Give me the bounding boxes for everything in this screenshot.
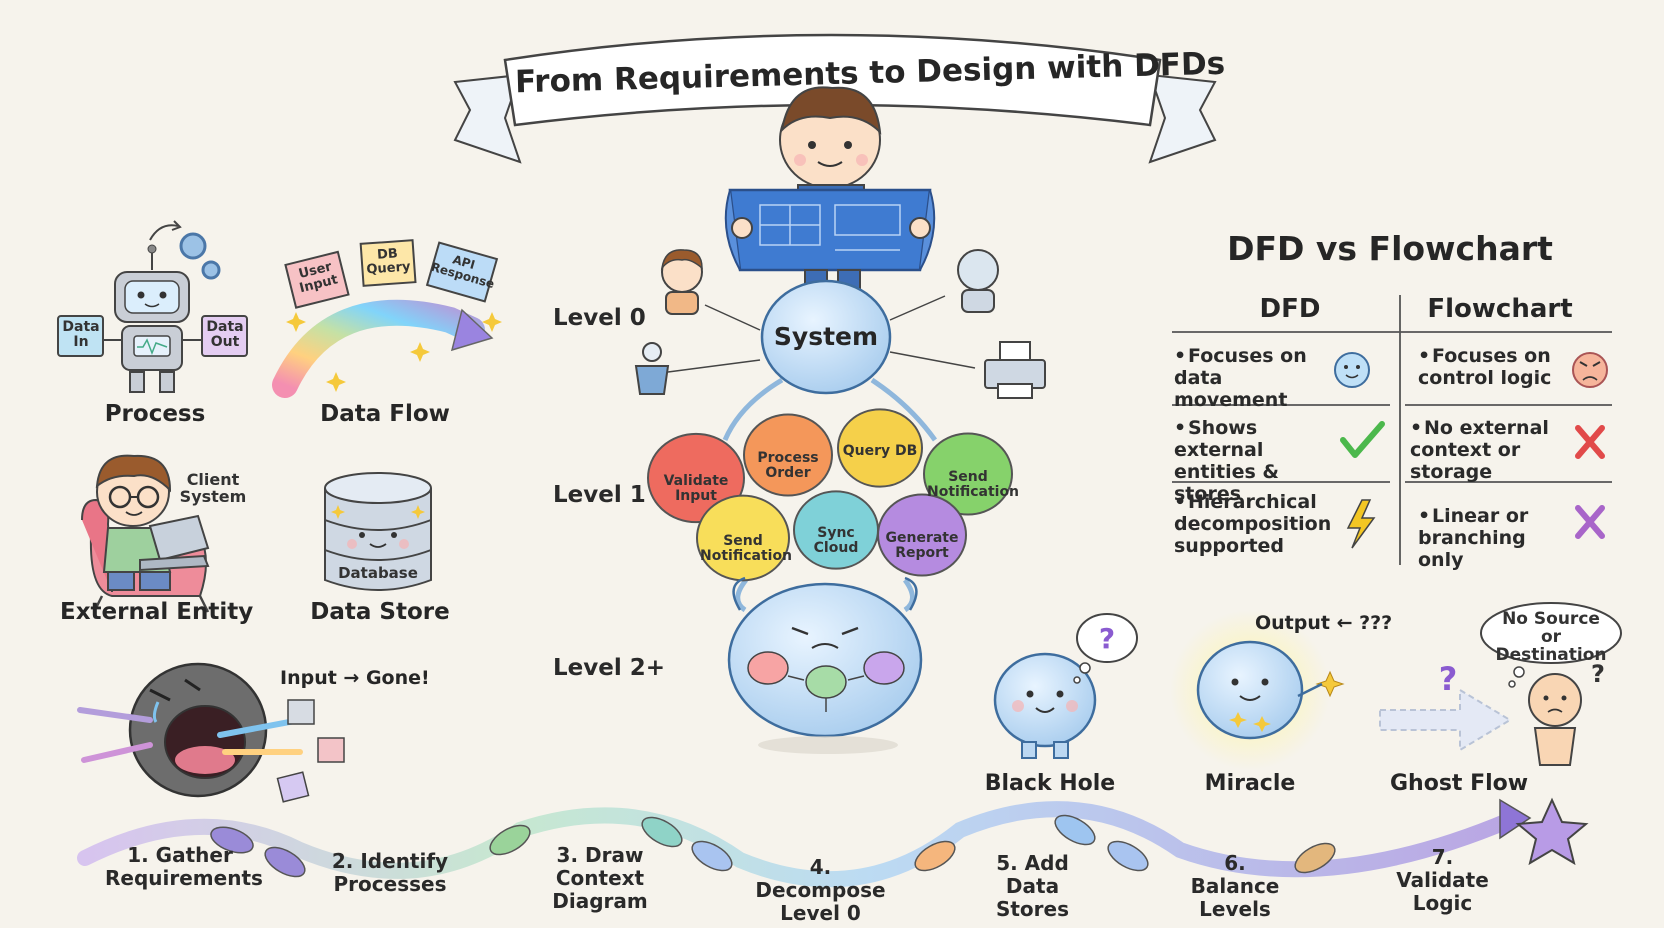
symbol-label-data-flow: Data Flow [320,401,450,427]
step-7: 7. Validate Logic [1396,845,1489,915]
level1-bubble-3 [837,408,923,488]
level1-bubble-label-3: Query DB [842,443,918,459]
level1-bubble-5 [696,494,790,582]
svg-text:?: ? [1439,660,1458,698]
miracle-blob-illustration [1170,610,1345,770]
step-6: 6. Balance Levels [1190,851,1280,921]
svg-text:?: ? [1099,622,1115,655]
step-3: 3. Draw Context Diagram [552,843,648,913]
black-hole-label: Black Hole [984,771,1116,796]
level0-label: Level 0 [553,305,646,331]
comparison-col-dfd: DFD [1259,294,1321,324]
dfd-row-3: •Hierarchical decomposition supported [1174,491,1332,557]
flow-row-2: •No external context or storage [1410,417,1549,483]
dfd-row-2: •Shows external entities & stores [1174,417,1279,505]
comparison-table-grid [1172,295,1612,565]
level1-bubble-label-2: Process Order [757,450,819,481]
miracle-note: Output ← ??? [1255,612,1393,634]
black-hole-blob-illustration: ? [993,613,1138,759]
step-5: 5. Add Data Stores [995,851,1070,921]
level1-bubble-label-4: Send Notification [927,469,1020,500]
svg-text:?: ? [1591,660,1605,688]
step-1: 1. Gather Requirements [105,843,263,890]
comparison-table-icons [1334,352,1608,549]
step-2: 2. Identify Processes [331,849,449,896]
symbol-label-data-store: Data Store [310,599,450,625]
level1-process-bubbles [647,408,1013,582]
database-label: Database [338,564,418,582]
step-4: 4. Decompose Level 0 [755,855,886,925]
symbol-label-process: Process [104,401,206,427]
flow-row-1: •Focuses on control logic [1418,345,1552,389]
client-system-note: Client System [179,470,247,506]
data-flow-rainbow-illustration [272,239,502,398]
comparison-title: DFD vs Flowchart [1227,229,1553,268]
title-banner [453,33,1217,164]
ghost-note: No Source or Destination [1495,609,1607,665]
level1-bubble-2 [743,413,833,497]
level1-bubble-7 [877,493,967,577]
data-out-label: Data Out [206,319,244,350]
input-gone-monster-illustration [77,662,345,803]
level1-bubble-1 [647,432,745,524]
external-entity-person-illustration [81,454,210,613]
system-label: System [773,322,879,351]
level1-bubble-label-7: Generate Report [885,530,959,561]
level1-bubble-4 [923,432,1013,516]
level2-label: Level 2+ [553,655,666,681]
dfd-row-1: •Focuses on data movement [1174,345,1307,411]
level2-decomposed-blob [727,576,923,754]
comparison-col-flowchart: Flowchart [1427,294,1573,324]
ghost-flow-illustration: ? ? [1379,602,1622,766]
level1-bubble-label-6: Sync Cloud [813,525,859,556]
ghost-flow-label: Ghost Flow [1390,771,1529,796]
level1-bubble-label-5: Send Notification [700,533,793,564]
level0-context-diagram [634,249,1046,613]
data-in-label: Data In [62,319,100,350]
miracle-label: Miracle [1204,771,1296,796]
boy-with-blueprint-illustration [724,86,936,291]
steps-path-illustration [77,797,1589,888]
flow-row-3: •Linear or branching only [1418,505,1529,571]
symbol-label-external-entity: External Entity [60,599,254,625]
process-robot-illustration [57,220,248,393]
card-db-query: DB Query [365,246,411,278]
level1-bubble-label-1: Validate Input [663,473,729,504]
input-gone-label: Input → Gone! [280,667,430,689]
level1-label: Level 1 [553,482,646,508]
data-store-database-illustration [324,472,432,591]
